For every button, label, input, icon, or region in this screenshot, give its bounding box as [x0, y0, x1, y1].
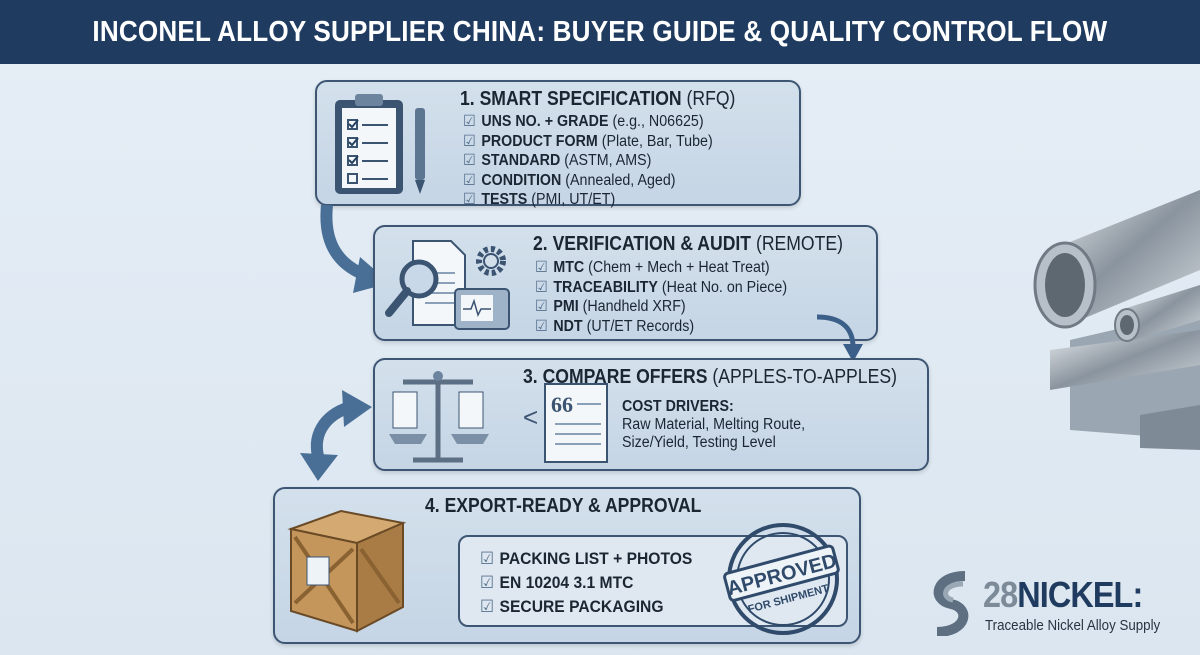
list-item: ☑TRACEABILITY (Heat No. on Piece) — [535, 278, 788, 296]
list-item: ☑PACKING LIST + PHOTOS — [480, 549, 693, 568]
list-item: ☑NDT (UT/ET Records) — [535, 317, 695, 335]
balance-scale-icon: < 66 — [389, 371, 608, 463]
flow-arrow-2-icon — [816, 314, 863, 362]
step-1-list: ☑UNS NO. + GRADE (e.g., N06625) ☑PRODUCT… — [463, 112, 713, 210]
step-2-heading: 2. VERIFICATION & AUDIT (REMOTE) — [533, 233, 843, 255]
list-item: ☑CONDITION (Annealed, Aged) — [463, 171, 676, 189]
logo-number: 28 — [983, 574, 1018, 615]
return-arrow-icon — [300, 390, 372, 481]
logo-mark-icon — [933, 571, 969, 636]
step-2-box: 2. VERIFICATION & AUDIT (REMOTE) ☑MTC (C… — [373, 225, 878, 341]
checkbox-icon: ☑ — [535, 278, 548, 296]
step-1-box: 1. SMART SPECIFICATION (RFQ) ☑UNS NO. + … — [315, 80, 801, 208]
cost-drivers-line: Size/Yield, Testing Level — [622, 434, 776, 451]
wooden-crate-icon — [287, 509, 407, 633]
cost-drivers-line: Raw Material, Melting Route, — [622, 416, 806, 433]
cost-drivers: COST DRIVERS: Raw Material, Melting Rout… — [622, 398, 805, 452]
page-title: INCONEL ALLOY SUPPLIER CHINA: BUYER GUID… — [0, 0, 1200, 64]
step-2-list: ☑MTC (Chem + Mech + Heat Treat) ☑TRACEAB… — [535, 258, 787, 336]
logo-name: NICKEL: — [1017, 574, 1143, 615]
checkbox-icon: ☑ — [463, 132, 476, 150]
svg-text:66: 66 — [551, 392, 573, 417]
checkbox-icon: ☑ — [535, 317, 548, 335]
list-item: ☑PRODUCT FORM (Plate, Bar, Tube) — [463, 132, 713, 150]
step-3-box: < 66 3. COMPARE OFFERS (APPLES-TO-APPLES… — [373, 358, 929, 471]
list-item: ☑STANDARD (ASTM, AMS) — [463, 152, 652, 169]
step-1-heading: 1. SMART SPECIFICATION (RFQ) — [460, 88, 736, 110]
checkbox-icon: ☑ — [535, 259, 548, 276]
checkbox-icon: ☑ — [535, 298, 548, 315]
checkbox-icon: ☑ — [480, 549, 495, 568]
logo-tagline: Traceable Nickel Alloy Supply — [985, 618, 1161, 634]
list-item: ☑MTC (Chem + Mech + Heat Treat) — [535, 259, 770, 276]
list-item: ☑TESTS (PMI, UT/ET) — [463, 191, 616, 208]
clipboard-icon — [335, 94, 425, 194]
list-item: ☑SECURE PACKAGING — [480, 597, 664, 616]
nickel-alloy-pipes-illustration — [1033, 190, 1200, 450]
checkbox-icon: ☑ — [480, 573, 495, 592]
checkbox-icon: ☑ — [463, 191, 476, 208]
checkbox-icon: ☑ — [463, 152, 476, 169]
list-item: ☑PMI (Handheld XRF) — [535, 298, 686, 315]
cost-drivers-title: COST DRIVERS: — [622, 398, 734, 415]
document-inspection-icon — [385, 240, 510, 330]
step-3-heading: 3. COMPARE OFFERS (APPLES-TO-APPLES) — [523, 366, 897, 388]
checkbox-icon: ☑ — [463, 113, 476, 130]
list-item: ☑EN 10204 3.1 MTC — [480, 573, 634, 592]
approved-stamp-icon: APPROVED FOR SHIPMENT — [723, 523, 840, 635]
list-item: ☑UNS NO. + GRADE (e.g., N06625) — [463, 113, 704, 130]
step-4-heading: 4. EXPORT-READY & APPROVAL — [425, 495, 702, 517]
checkbox-icon: ☑ — [480, 597, 495, 616]
svg-text:<: < — [523, 402, 538, 432]
step-4-box: 4. EXPORT-READY & APPROVAL ☑PACKING LIST… — [273, 487, 861, 644]
checkbox-icon: ☑ — [463, 171, 476, 189]
